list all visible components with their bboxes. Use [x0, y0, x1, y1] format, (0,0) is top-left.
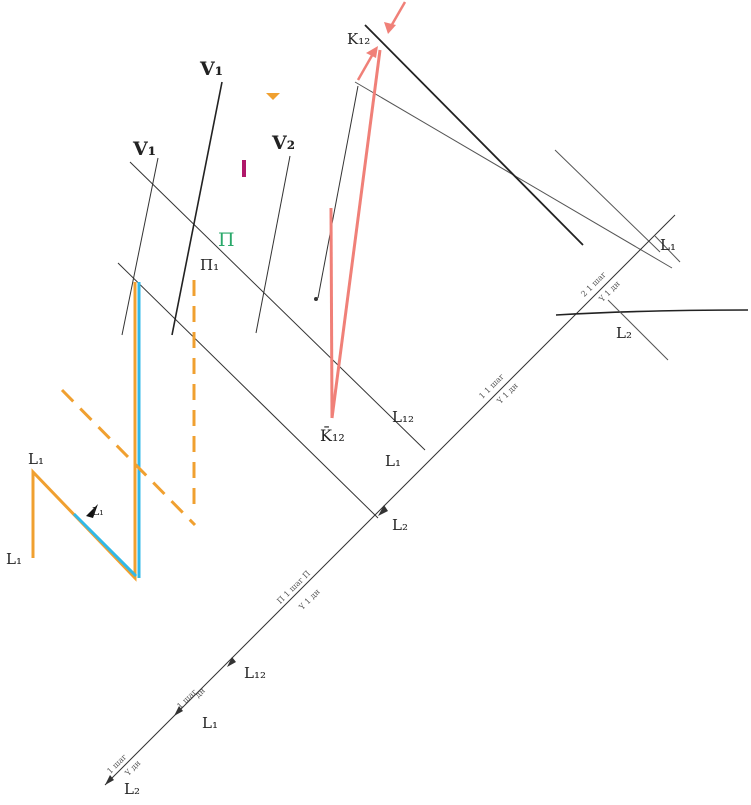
label-l-bottom-c: L₂: [124, 780, 140, 798]
line-v-right: [255, 155, 291, 334]
salmon-line-short: [329, 207, 334, 419]
axis-arrowhead-1: [378, 505, 388, 516]
label-l-right-lower: L₂: [616, 324, 632, 342]
salmon-arrow-mid: [356, 51, 376, 81]
line-main-upper: [129, 161, 426, 451]
label-l-bottom-b: L₁: [202, 714, 218, 732]
salmon-line-long: [330, 49, 382, 419]
line-main-lower: [117, 262, 379, 519]
line-k-thin: [317, 85, 359, 299]
label-l-right-upper: L₁: [660, 236, 676, 254]
label-k-top: K₁₂: [347, 30, 371, 48]
orange-zigzag: [31, 282, 137, 582]
line-v-top: [171, 81, 223, 336]
axis-tick-right2: [654, 235, 681, 263]
axis-arrowhead-2: [227, 657, 236, 667]
orange-v-mark: [266, 93, 280, 100]
label-l-mid-b: L₁: [385, 452, 401, 470]
orange-dashed-diagonal: [60, 388, 197, 527]
label-l-left-upper: L₁: [28, 450, 44, 468]
label-p-green: П: [218, 229, 235, 251]
small-dot: [314, 297, 318, 301]
line-right-far: [554, 149, 661, 253]
label-l-bottom-a: L₁₂: [244, 664, 266, 682]
label-v-left: V₁: [133, 138, 157, 160]
black-wedge: [86, 504, 98, 518]
line-top-bold: [364, 24, 584, 246]
salmon-arrow-top: [388, 1, 407, 29]
line-right-horizontal: [555, 309, 749, 316]
label-l-inner-bot: L₂: [392, 516, 408, 534]
axis-tick-right: [607, 299, 669, 361]
label-v-top: V₁: [200, 58, 224, 80]
label-l-mid-a: L₁₂: [392, 408, 414, 426]
label-k-mid: K̄₁₂: [320, 426, 345, 445]
line-v-left: [121, 157, 159, 336]
magenta-mark: [242, 160, 246, 177]
label-inner-pair: L₁: [92, 505, 104, 518]
salmon-arrowhead-top: [384, 22, 396, 34]
label-v-right: V₂: [272, 132, 296, 154]
label-p-plain: П₁: [200, 256, 220, 274]
axis-main: [104, 214, 676, 786]
blue-diagonal: [72, 512, 138, 578]
axis-arrowhead-4: [105, 775, 114, 785]
salmon-arrowhead-mid: [366, 46, 378, 58]
label-l-left-lower: L₁: [6, 550, 22, 568]
axis-arrowhead-3: [174, 706, 183, 716]
